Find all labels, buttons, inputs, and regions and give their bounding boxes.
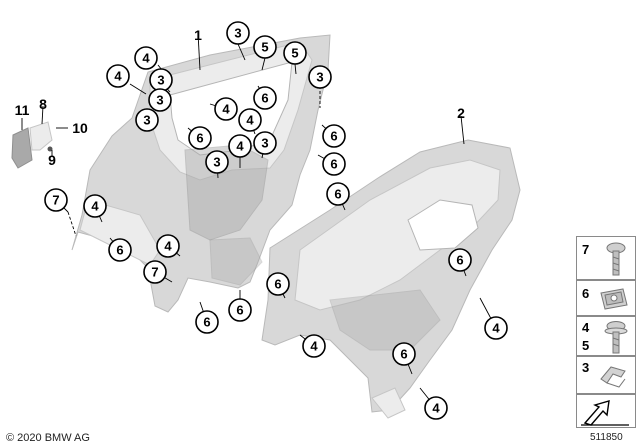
label-part-10: 10 bbox=[72, 120, 88, 136]
clip-nut-icon bbox=[600, 288, 628, 310]
svg-text:4: 4 bbox=[222, 102, 230, 117]
legend-item-arrow-indicator bbox=[576, 394, 636, 428]
legend-item-clip-nut: 6 bbox=[576, 280, 636, 316]
svg-text:7: 7 bbox=[151, 265, 158, 280]
legend-number: 5 bbox=[582, 338, 590, 353]
callout: 6 bbox=[322, 152, 346, 176]
legend-number: 7 bbox=[582, 242, 590, 257]
svg-text:7: 7 bbox=[52, 193, 59, 208]
legend-item-screw: 7 bbox=[576, 236, 636, 280]
svg-text:3: 3 bbox=[156, 93, 163, 108]
svg-text:4: 4 bbox=[164, 239, 172, 254]
svg-text:6: 6 bbox=[261, 91, 268, 106]
svg-text:4: 4 bbox=[114, 69, 122, 84]
callout: 4 bbox=[228, 134, 252, 158]
svg-text:6: 6 bbox=[456, 253, 463, 268]
svg-text:3: 3 bbox=[261, 136, 268, 151]
callout: 3 bbox=[226, 21, 250, 45]
svg-text:4: 4 bbox=[236, 139, 244, 154]
svg-text:6: 6 bbox=[330, 129, 337, 144]
callout: 6 bbox=[266, 272, 290, 296]
callout: 3 bbox=[148, 88, 172, 112]
callout: 4 bbox=[134, 46, 158, 70]
svg-text:6: 6 bbox=[274, 277, 281, 292]
callout: 6 bbox=[392, 342, 416, 366]
callout: 4 bbox=[302, 334, 326, 358]
callout: 5 bbox=[283, 41, 307, 65]
plain-labels: 1 2 8 9 10 11 bbox=[15, 27, 466, 168]
svg-text:6: 6 bbox=[203, 315, 210, 330]
svg-text:3: 3 bbox=[143, 113, 150, 128]
svg-text:3: 3 bbox=[316, 70, 323, 85]
svg-text:4: 4 bbox=[142, 51, 150, 66]
svg-text:5: 5 bbox=[291, 46, 298, 61]
callout: 4 bbox=[83, 194, 107, 218]
svg-text:6: 6 bbox=[400, 347, 407, 362]
callout: 7 bbox=[44, 188, 68, 212]
callout: 3 bbox=[253, 131, 277, 155]
callout: 6 bbox=[448, 248, 472, 272]
svg-text:6: 6 bbox=[334, 187, 341, 202]
svg-text:3: 3 bbox=[213, 155, 220, 170]
label-part-1: 1 bbox=[194, 27, 202, 43]
callout: 7 bbox=[143, 260, 167, 284]
callout: 6 bbox=[195, 310, 219, 334]
svg-text:5: 5 bbox=[261, 40, 268, 55]
callout: 4 bbox=[424, 396, 448, 420]
part-2-tail-section bbox=[261, 139, 521, 419]
label-part-8: 8 bbox=[39, 96, 47, 112]
svg-text:3: 3 bbox=[157, 73, 164, 88]
callout: 3 bbox=[308, 65, 332, 89]
callout: 4 bbox=[238, 108, 262, 132]
legend-number: 3 bbox=[582, 360, 590, 375]
legend-number: 6 bbox=[582, 286, 590, 301]
label-part-2: 2 bbox=[457, 105, 465, 121]
svg-text:4: 4 bbox=[246, 113, 254, 128]
callout: 4 bbox=[484, 316, 508, 340]
svg-text:6: 6 bbox=[236, 303, 243, 318]
callout: 4 bbox=[156, 234, 180, 258]
svg-text:4: 4 bbox=[310, 339, 318, 354]
label-part-11: 11 bbox=[15, 102, 30, 118]
spring-clip-icon bbox=[600, 366, 626, 388]
svg-text:4: 4 bbox=[492, 321, 500, 336]
svg-text:3: 3 bbox=[234, 26, 241, 41]
callout: 6 bbox=[108, 238, 132, 262]
callout-markers: 3 5 5 4 4 3 3 6 4 3 3 4 6 6 3 4 3 6 6 7 … bbox=[44, 21, 508, 420]
callout: 6 bbox=[253, 86, 277, 110]
legend-item-spring-clip: 3 bbox=[576, 356, 636, 394]
legend-number: 4 bbox=[582, 320, 590, 335]
svg-text:6: 6 bbox=[330, 157, 337, 172]
svg-text:6: 6 bbox=[116, 243, 123, 258]
callout: 4 bbox=[106, 64, 130, 88]
callout: 6 bbox=[188, 126, 212, 150]
callout: 3 bbox=[205, 150, 229, 174]
label-part-9: 9 bbox=[48, 152, 56, 168]
arrow-indicator-icon bbox=[581, 400, 629, 426]
callout: 6 bbox=[228, 298, 252, 322]
callout: 3 bbox=[149, 68, 173, 92]
callout: 3 bbox=[135, 108, 159, 132]
diagram-number: 511850 bbox=[590, 432, 623, 443]
callout: 4 bbox=[214, 97, 238, 121]
svg-text:4: 4 bbox=[91, 199, 99, 214]
svg-text:6: 6 bbox=[196, 131, 203, 146]
svg-text:4: 4 bbox=[432, 401, 440, 416]
callout: 5 bbox=[253, 35, 277, 59]
callout: 6 bbox=[322, 124, 346, 148]
legend-item-screw-with-washer: 4 5 bbox=[576, 316, 636, 356]
copyright-notice: © 2020 BMW AG bbox=[6, 432, 90, 444]
screw-with-washer-icon bbox=[604, 321, 628, 354]
callout: 6 bbox=[326, 182, 350, 206]
screw-icon bbox=[606, 242, 626, 276]
part-11-small-bracket bbox=[11, 121, 53, 169]
